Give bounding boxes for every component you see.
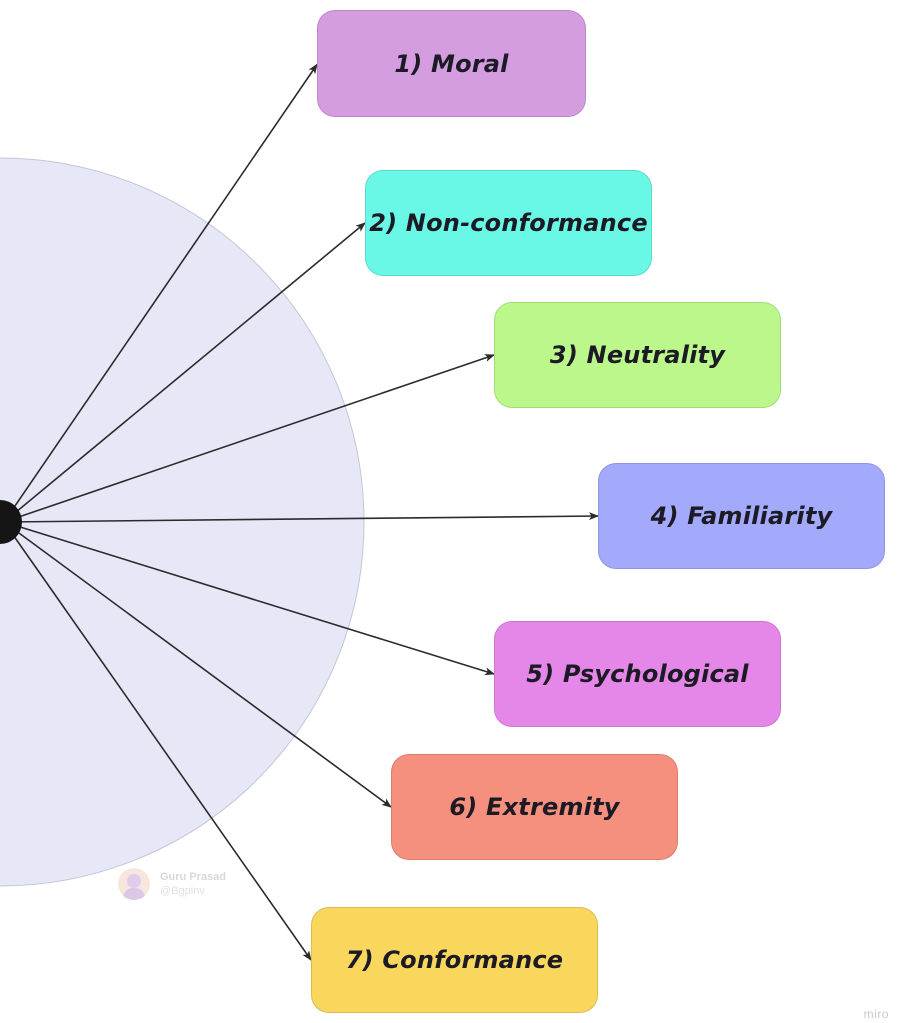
author-watermark: Guru Prasad @Bgpinv xyxy=(118,868,226,900)
watermark-handle: @Bgpinv xyxy=(160,885,205,897)
arrow-to-extremity xyxy=(3,521,392,808)
node-psychological[interactable]: 5) Psychological xyxy=(494,621,781,727)
arrow-to-conformance xyxy=(3,521,312,961)
arrows-group xyxy=(3,63,599,961)
arrow-to-neutrality xyxy=(3,354,495,523)
node-label: 2) Non-conformance xyxy=(369,209,648,237)
node-label: 4) Familiarity xyxy=(650,502,833,530)
background-circle xyxy=(0,157,365,887)
node-label: 6) Extremity xyxy=(449,793,620,821)
hub-dot xyxy=(0,500,22,544)
arrow-to-moral xyxy=(3,63,318,523)
node-neutrality[interactable]: 3) Neutrality xyxy=(494,302,781,408)
node-label: 1) Moral xyxy=(394,49,509,78)
arrow-to-familiarity xyxy=(3,512,599,523)
arrow-to-psychological xyxy=(3,521,495,676)
node-label: 7) Conformance xyxy=(345,946,564,974)
node-familiarity[interactable]: 4) Familiarity xyxy=(598,463,885,569)
node-label: 3) Neutrality xyxy=(549,341,726,369)
node-conformance[interactable]: 7) Conformance xyxy=(311,907,598,1013)
node-non-conformance[interactable]: 2) Non-conformance xyxy=(365,170,652,276)
miro-brand-label: miro xyxy=(863,1007,889,1021)
node-moral[interactable]: 1) Moral xyxy=(317,10,586,117)
node-extremity[interactable]: 6) Extremity xyxy=(391,754,678,860)
avatar xyxy=(118,868,150,900)
node-label: 5) Psychological xyxy=(526,660,749,688)
watermark-name: Guru Prasad xyxy=(160,871,227,883)
arrow-to-non-conformance xyxy=(3,222,366,523)
